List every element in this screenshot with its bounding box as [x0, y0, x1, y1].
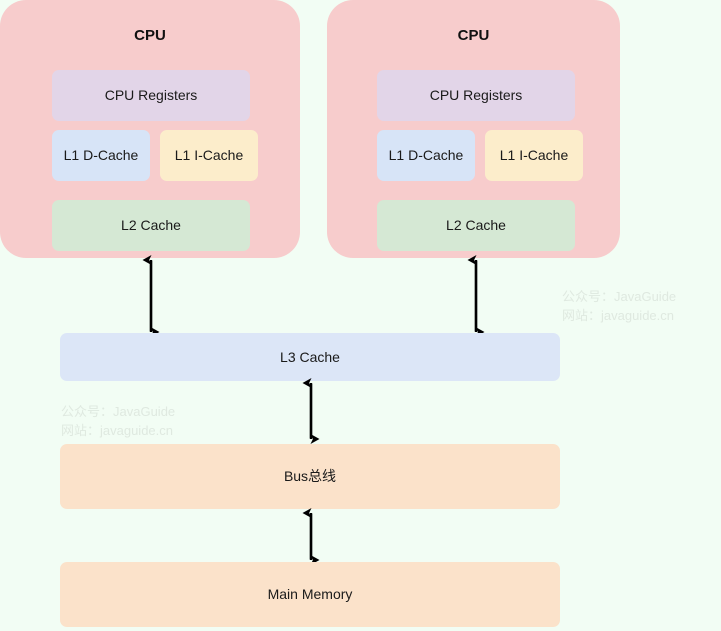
watermark-left-line1: 公众号：JavaGuide: [61, 404, 176, 419]
l1-d-cache-2[interactable]: L1 D-Cache: [377, 130, 475, 181]
cpu-title-2: CPU: [457, 27, 490, 44]
cpu-title-1: CPU: [134, 27, 166, 44]
main-memory[interactable]: Main Memory: [60, 562, 560, 627]
arrow-cpu2-to-l3: [467, 255, 485, 337]
cpu-registers-1[interactable]: CPU Registers: [52, 70, 250, 121]
l2-cache-2[interactable]: L2 Cache: [377, 200, 575, 251]
l3-cache[interactable]: L3 Cache: [60, 333, 560, 381]
watermark-right: 公众号：JavaGuide 网站：javaguide.cn: [562, 288, 676, 326]
watermark-left-line2: 网站：javaguide.cn: [61, 422, 173, 438]
cpu-registers-2[interactable]: CPU Registers: [377, 70, 575, 121]
arrow-l3-to-bus: [302, 378, 320, 444]
l1-i-cache-1[interactable]: L1 I-Cache: [160, 130, 258, 181]
l1-d-cache-1[interactable]: L1 D-Cache: [52, 130, 150, 181]
watermark-right-line2: 网站：javaguide.cn: [562, 307, 674, 323]
arrow-bus-to-main-memory: [302, 508, 320, 565]
arrow-cpu1-to-l3: [142, 255, 160, 337]
watermark-right-line1: 公众号：JavaGuide: [562, 289, 677, 304]
bus[interactable]: Bus总线: [60, 444, 560, 509]
l2-cache-1[interactable]: L2 Cache: [52, 200, 250, 251]
watermark-left: 公众号：JavaGuide 网站：javaguide.cn: [61, 403, 175, 441]
l1-i-cache-2[interactable]: L1 I-Cache: [485, 130, 583, 181]
